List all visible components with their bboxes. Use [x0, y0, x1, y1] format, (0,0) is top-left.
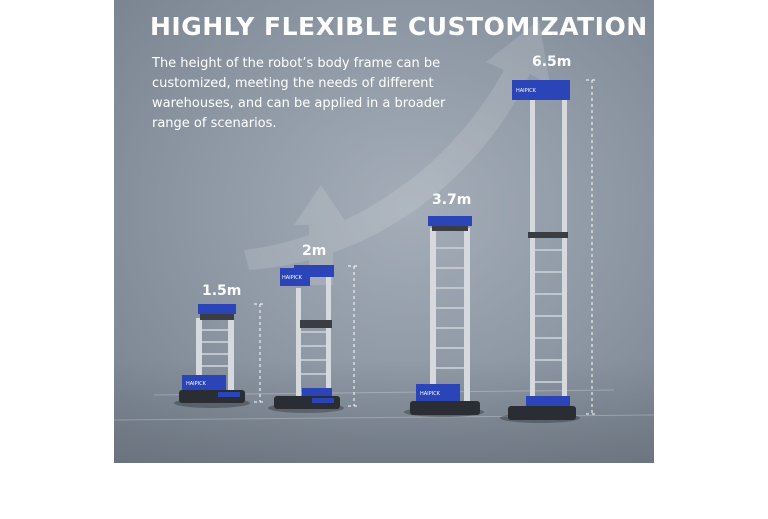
robot-logo: HAIPICK — [186, 381, 207, 387]
background-arrows — [244, 20, 550, 285]
robot-1-5m: HAIPICK — [174, 304, 250, 408]
height-label-2m: 2m — [302, 243, 327, 259]
robot-logo: HAIPICK — [282, 275, 303, 281]
height-marker-4 — [586, 79, 598, 415]
description-text: The height of the robot’s body frame can… — [152, 56, 446, 131]
robot-2m: HAIPICK — [268, 265, 344, 413]
robot-6-5m: HAIPICK — [500, 80, 580, 423]
height-label-3-7m: 3.7m — [432, 192, 472, 208]
illustration: HAIPICK HAIPICK — [114, 20, 654, 423]
height-marker-2 — [348, 265, 360, 407]
height-label-1-5m: 1.5m — [202, 283, 242, 299]
robot-3-7m: HAIPICK — [404, 216, 484, 417]
height-label-6-5m: 6.5m — [532, 54, 572, 70]
robot-logo: HAIPICK — [516, 88, 537, 94]
page-title: HIGHLY FLEXIBLE CUSTOMIZATION — [150, 12, 648, 41]
hero-panel: HAIPICK HAIPICK — [114, 0, 654, 463]
height-marker-1 — [254, 303, 266, 403]
robot-logo: HAIPICK — [420, 391, 441, 397]
